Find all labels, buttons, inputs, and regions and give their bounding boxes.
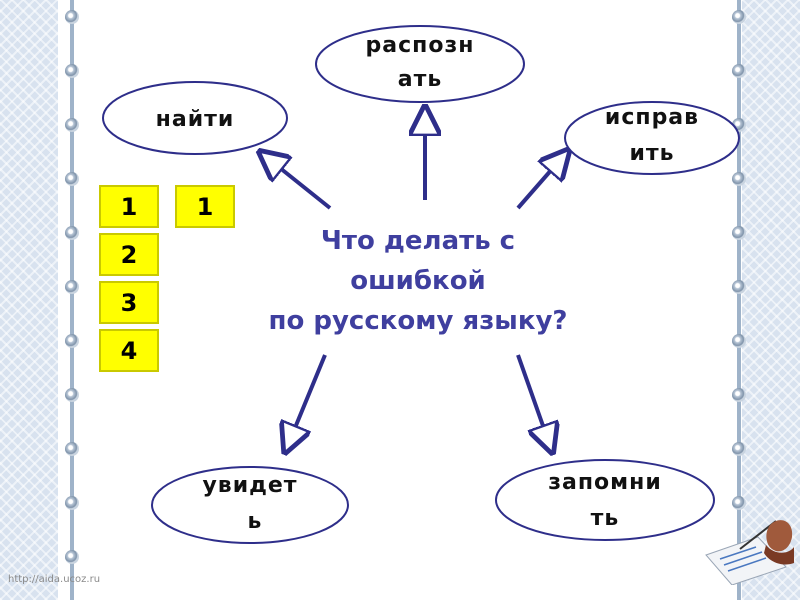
arrow-to-ispravit: [518, 160, 560, 208]
node-ispravit-line1: исправ: [605, 105, 699, 130]
node-zapomnit-line2: ть: [591, 506, 620, 531]
number-box-2[interactable]: 2: [99, 233, 159, 276]
arrow-to-zapomnit: [518, 355, 548, 440]
center-question-line3: по русскому языку?: [268, 306, 567, 336]
number-box-3[interactable]: 3: [99, 281, 159, 324]
node-raspoznat-line2: ать: [398, 67, 443, 92]
number-box-4[interactable]: 4: [99, 329, 159, 372]
arrow-to-nayti: [270, 160, 330, 208]
node-uvidet: увидет ь: [152, 467, 348, 543]
node-ispravit-line2: ить: [629, 141, 674, 166]
number-box-1[interactable]: 1: [99, 185, 159, 228]
center-question-line1: Что делать с: [321, 226, 515, 256]
center-question-line2: ошибкой: [350, 266, 486, 296]
node-raspoznat-line1: распозн: [366, 33, 475, 58]
node-ispravit: исправ ить: [565, 102, 739, 174]
watermark: http://aida.ucoz.ru: [8, 574, 100, 585]
node-zapomnit: запомни ть: [496, 460, 714, 540]
extra-number-box[interactable]: 1: [175, 185, 235, 228]
node-zapomnit-line1: запомни: [548, 470, 662, 495]
center-question: Что делать с ошибкой по русскому языку?: [268, 226, 567, 336]
node-uvidet-line1: увидет: [202, 473, 297, 498]
node-raspoznat: распозн ать: [316, 26, 524, 102]
writing-hand-icon: [700, 515, 796, 585]
node-nayti-label: найти: [156, 107, 235, 132]
node-uvidet-line2: ь: [248, 509, 263, 534]
node-nayti: найти: [103, 82, 287, 154]
arrow-to-uvidet: [290, 355, 325, 440]
